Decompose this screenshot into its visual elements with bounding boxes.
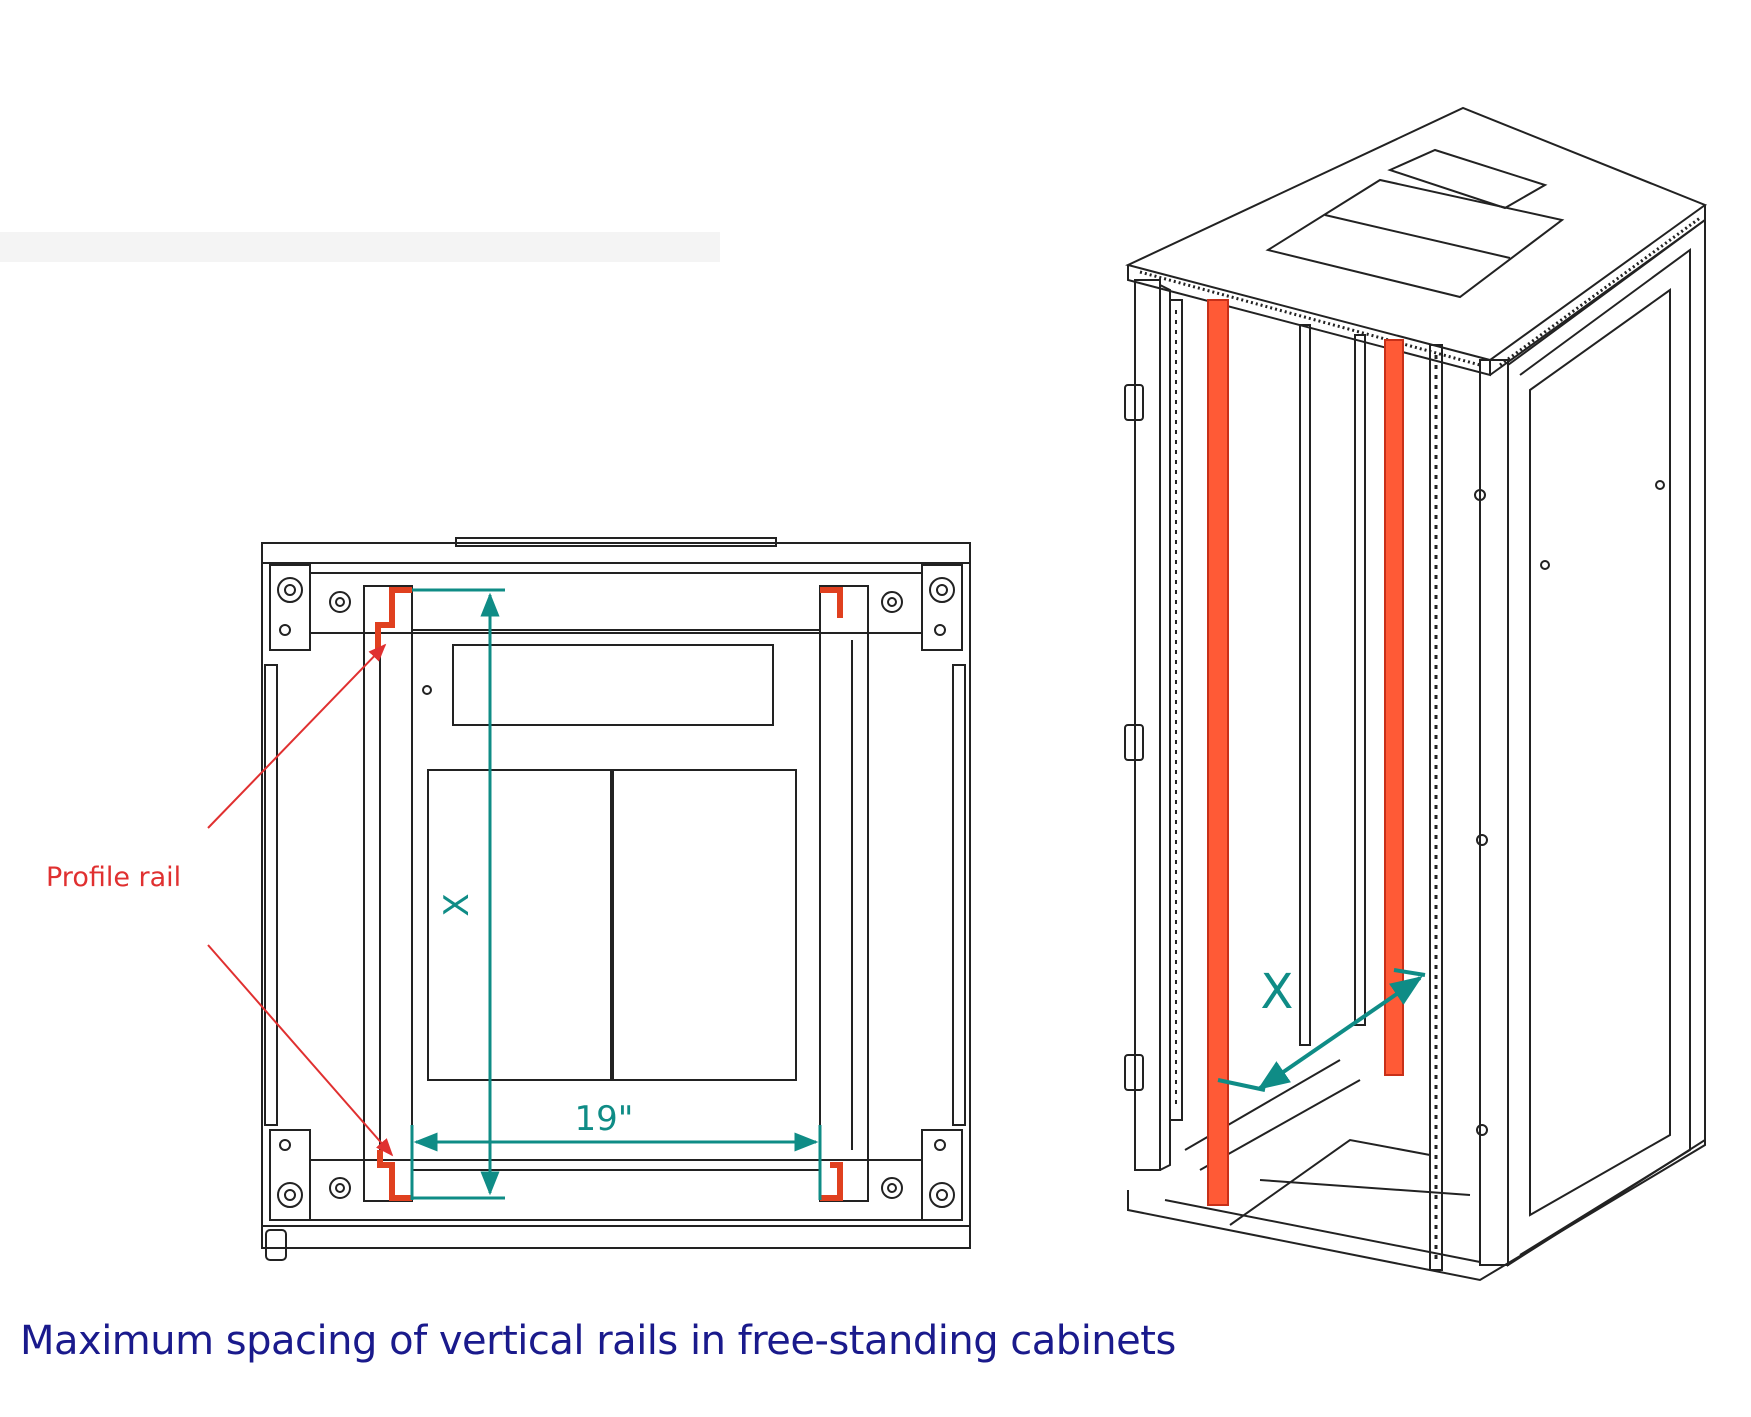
cabinet-right-side-panel	[1507, 218, 1706, 1267]
left-mounting-frame	[363, 585, 413, 1202]
dimension-x-iso-label: X	[1261, 964, 1294, 1020]
top-view-drawing	[261, 537, 971, 1261]
dimension-x-vertical	[412, 588, 505, 1200]
dimension-x-top-view-label: X	[437, 893, 477, 916]
dimension-x-iso	[1217, 968, 1426, 1092]
isometric-cabinet-drawing	[1124, 106, 1708, 1282]
left-side-panel	[264, 664, 278, 1126]
profile-rail-brackets-top-view	[375, 587, 843, 1201]
right-side-panel	[952, 664, 966, 1126]
top-cable-cutout	[452, 644, 774, 726]
dimension-19-inch	[410, 1125, 822, 1200]
profile-rails-iso-view	[1207, 299, 1404, 1206]
profile-rail-right	[1384, 339, 1404, 1076]
lower-left-cutout	[427, 769, 612, 1081]
figure-caption: Maximum spacing of vertical rails in fre…	[20, 1318, 1176, 1364]
right-mounting-frame	[819, 585, 869, 1202]
profile-rail-label: Profile rail	[46, 862, 182, 893]
background-smudge	[0, 232, 720, 262]
width-19-inch-label: 19"	[575, 1099, 634, 1139]
profile-rail-left	[1207, 299, 1229, 1206]
lower-right-cutout	[612, 769, 797, 1081]
profile-rail-leader-lines	[207, 643, 394, 1157]
cabinet-base	[1127, 1125, 1706, 1282]
